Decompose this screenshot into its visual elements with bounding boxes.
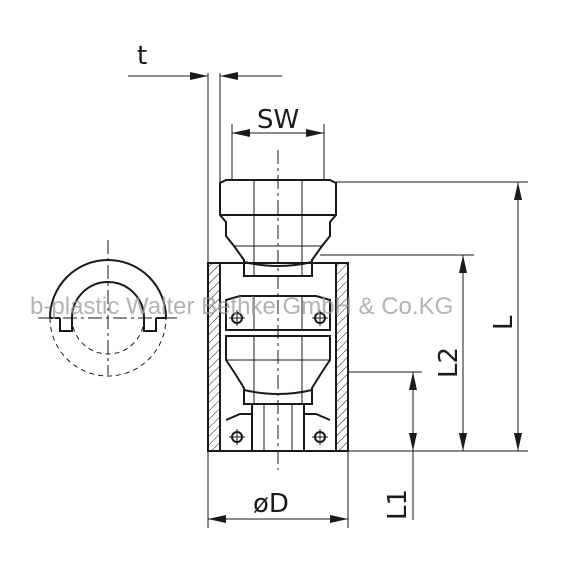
lower-hex-waist-curve <box>243 389 313 395</box>
clip-inner-arc <box>71 281 145 319</box>
side-view <box>38 240 178 377</box>
upper-hex-waist-curve <box>243 261 313 267</box>
clip-outer-hidden-arc <box>49 317 167 377</box>
clip-left-tab <box>59 318 73 332</box>
middle-collar <box>225 295 331 331</box>
l1-arrow-top <box>409 372 417 390</box>
l2-arrow-bottom <box>459 433 467 451</box>
sleeve-left-wall <box>207 262 221 452</box>
lower-stem-sides <box>251 404 305 451</box>
clip-inner-hidden-arc <box>71 317 145 355</box>
l1-arrow-bottom <box>409 433 417 451</box>
t-label: t <box>137 41 147 71</box>
upper-hex-head <box>219 179 337 277</box>
lower-flange <box>225 413 331 421</box>
dimension-l: L <box>336 181 528 452</box>
t-arrow-right <box>220 72 238 80</box>
hole-cross-marks <box>229 310 328 445</box>
d-arrow-right <box>330 515 348 523</box>
lower-hex-body <box>225 335 331 405</box>
clip-outer-arc <box>49 259 167 319</box>
d-label: øD <box>253 489 289 519</box>
watermark-text: b-plastic Walter Bethke GmbH & Co.KG <box>30 293 453 320</box>
d-arrow-left <box>208 515 226 523</box>
dimension-l2: L2 <box>320 254 474 451</box>
sw-arrow-left <box>232 129 250 137</box>
l2-arrow-top <box>459 255 467 273</box>
dimension-l1: L1 <box>348 371 422 520</box>
l-arrow-top <box>514 182 522 200</box>
clip-right-tab <box>143 318 157 332</box>
l2-label: L2 <box>434 347 464 378</box>
sw-label: SW <box>257 105 299 135</box>
dimension-t: t <box>128 41 282 263</box>
sw-arrow-right <box>306 129 324 137</box>
l-label: L <box>489 315 519 330</box>
dimension-sw: SW <box>231 105 325 180</box>
l1-label: L1 <box>383 489 413 520</box>
dimension-diameter: øD <box>207 451 349 528</box>
l-arrow-bottom <box>514 433 522 451</box>
sleeve-right-wall <box>335 262 349 452</box>
main-view <box>207 150 349 470</box>
t-arrow-left <box>190 72 208 80</box>
